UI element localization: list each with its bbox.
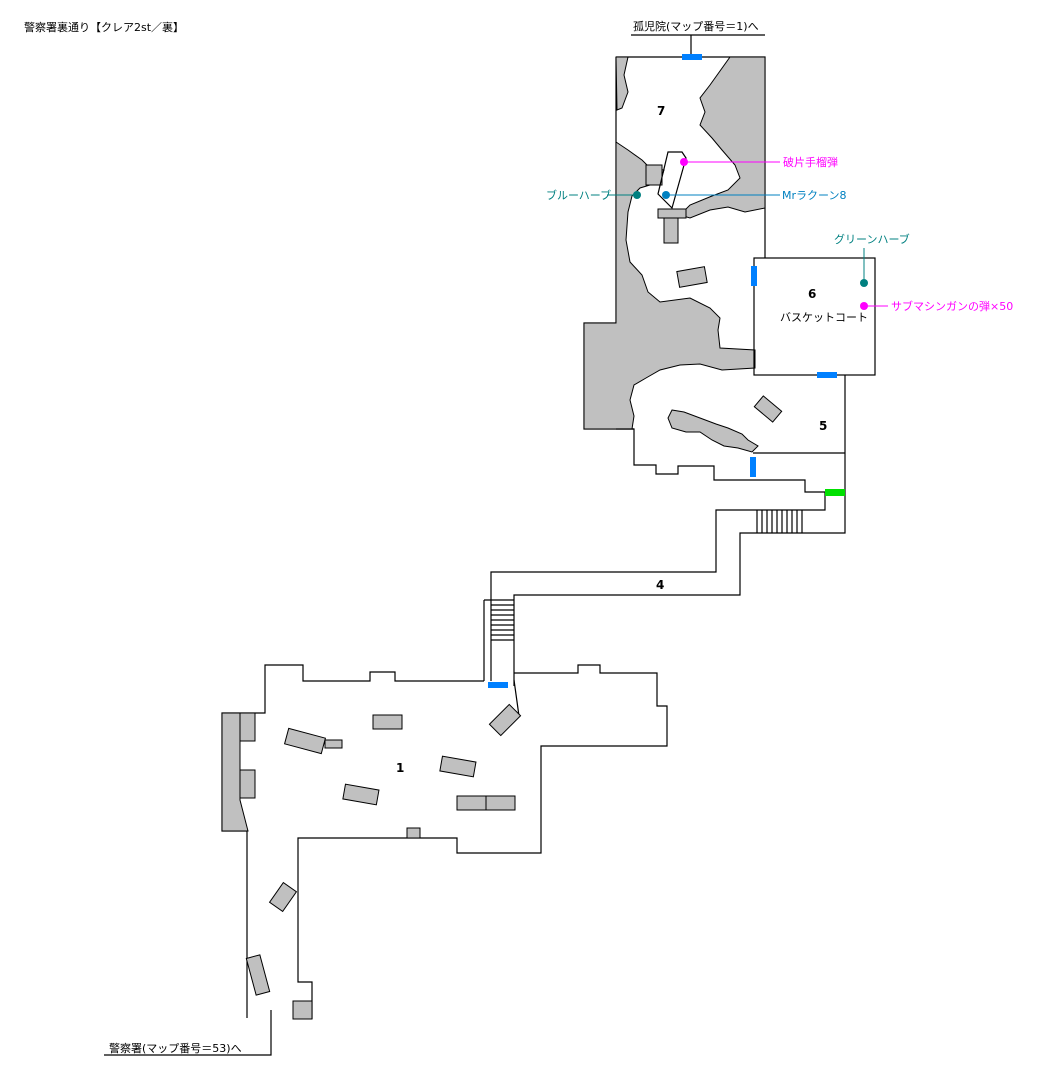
item-marker-dot-icon[interactable] — [662, 191, 670, 199]
crate-5 — [753, 395, 783, 423]
area-label-5: 5 — [819, 419, 827, 433]
map-title: 警察署裏通り【クレア2st／裏】 — [24, 21, 185, 34]
crate-1l — [292, 1000, 313, 1020]
item-label-green-herb: グリーンハーブ — [834, 232, 910, 246]
stairs-south — [491, 599, 514, 641]
stair-landing — [483, 599, 520, 717]
item-label-smg-ammo: サブマシンガンの弾×50 — [891, 299, 1013, 313]
door-area-1[interactable] — [488, 682, 508, 688]
stairs-north — [756, 510, 803, 533]
item-label-grenade: 破片手榴弾 — [783, 155, 838, 169]
doors — [488, 54, 845, 688]
bench-7 — [657, 208, 687, 219]
rock-southwest — [583, 141, 756, 430]
item-marker-dot-icon[interactable] — [860, 302, 868, 310]
crate-1i — [406, 827, 421, 839]
crate-1j — [268, 881, 298, 913]
crate-1f — [342, 783, 380, 806]
door-area-5[interactable] — [750, 457, 756, 477]
door-north-exit[interactable] — [682, 54, 702, 60]
item-smg-ammo: サブマシンガンの弾×50 — [860, 299, 1013, 313]
door-special-green[interactable] — [825, 489, 845, 496]
crate-7a — [645, 164, 663, 186]
item-label-blue-herb: ブルーハーブ — [546, 188, 611, 202]
item-marker-dot-icon[interactable] — [633, 191, 641, 199]
item-mr-raccoon: Mrラクーン8 — [662, 189, 846, 202]
rock-east — [679, 56, 766, 219]
rock-ridge — [667, 409, 759, 453]
area-1 — [104, 664, 668, 1056]
crate-1c — [324, 739, 343, 749]
crate-7b — [676, 266, 708, 288]
area-5 — [483, 375, 846, 717]
area-label-6: 6 — [808, 287, 816, 301]
crate-1h — [485, 795, 516, 811]
crate-1d — [488, 703, 522, 737]
court-outline — [753, 257, 876, 376]
crate-1b — [283, 727, 327, 755]
crate-1g — [456, 795, 487, 811]
block-1b — [239, 769, 256, 799]
area-6 — [753, 257, 876, 376]
crate-1k — [245, 954, 271, 996]
item-marker-dot-icon[interactable] — [680, 158, 688, 166]
item-marker-dot-icon[interactable] — [860, 279, 868, 287]
south-exit-label: 警察署(マップ番号＝53)へ — [109, 1041, 242, 1055]
area-label-7: 7 — [657, 104, 665, 118]
rock-west — [615, 56, 629, 111]
item-blue-herb: ブルーハーブ — [546, 188, 641, 202]
north-exit-line — [631, 34, 765, 57]
area-7 — [583, 56, 783, 481]
crate-1a — [372, 714, 403, 730]
pillar-7 — [663, 217, 679, 244]
area-label-1: 1 — [396, 761, 404, 775]
exit-markers — [631, 34, 765, 57]
door-court-south[interactable] — [817, 372, 837, 378]
rock-west-1 — [221, 712, 249, 832]
court-name: バスケットコート — [780, 311, 868, 324]
crate-1e — [439, 755, 477, 778]
item-green-herb: グリーンハーブ — [834, 232, 910, 287]
item-grenade: 破片手榴弾 — [680, 155, 838, 169]
door-court-west[interactable] — [751, 266, 757, 286]
ladder-frame — [657, 151, 687, 210]
block-1a — [239, 712, 256, 742]
area-label-4: 4 — [656, 578, 664, 592]
north-exit-label: 孤児院(マップ番号＝1)へ — [633, 19, 759, 33]
item-label-mr-raccoon: Mrラクーン8 — [782, 189, 846, 202]
